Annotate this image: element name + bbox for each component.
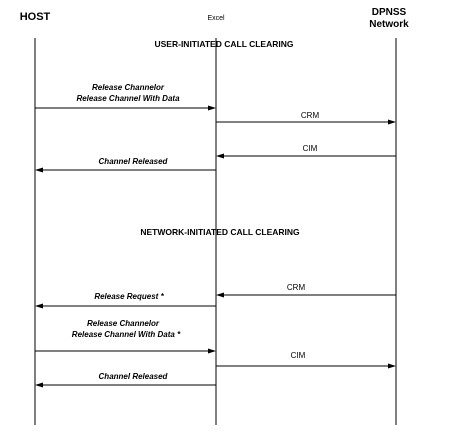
channel-released-arrowhead (35, 167, 43, 173)
release-channel-arrowhead-2 (208, 348, 216, 354)
crm-arrowhead (388, 119, 396, 125)
excel-participant-label: Excel (207, 15, 225, 22)
release-request-message-label: Release Request * (94, 292, 164, 301)
release-channel-message-label-2-line2: Release Channel With Data * (72, 330, 181, 339)
crm-arrowhead-network (216, 292, 224, 298)
cim-arrowhead-network (388, 363, 396, 369)
crm-message-label: CRM (301, 111, 320, 120)
host-participant-label: HOST (20, 11, 51, 23)
channel-released-message-label-2: Channel Released (99, 372, 169, 381)
cim-message-label: CIM (303, 144, 318, 153)
channel-released-arrowhead-2 (35, 382, 43, 388)
release-request-arrowhead (35, 303, 43, 309)
release-channel-message-label-line1: Release Channelor (92, 83, 165, 92)
cim-arrowhead (216, 153, 224, 159)
release-channel-arrowhead (208, 105, 216, 111)
network-initiated-section-title: NETWORK-INITIATED CALL CLEARING (140, 227, 300, 237)
network-participant-label-line2: Network (369, 19, 409, 30)
cim-message-label-network: CIM (291, 351, 306, 360)
channel-released-message-label: Channel Released (99, 157, 169, 166)
user-initiated-section-title: USER-INITIATED CALL CLEARING (155, 39, 294, 49)
release-channel-message-label-line2: Release Channel With Data (76, 94, 180, 103)
network-participant-label-line1: DPNSS (372, 7, 407, 18)
release-channel-message-label-2-line1: Release Channelor (87, 319, 160, 328)
crm-message-label-network: CRM (287, 283, 306, 292)
